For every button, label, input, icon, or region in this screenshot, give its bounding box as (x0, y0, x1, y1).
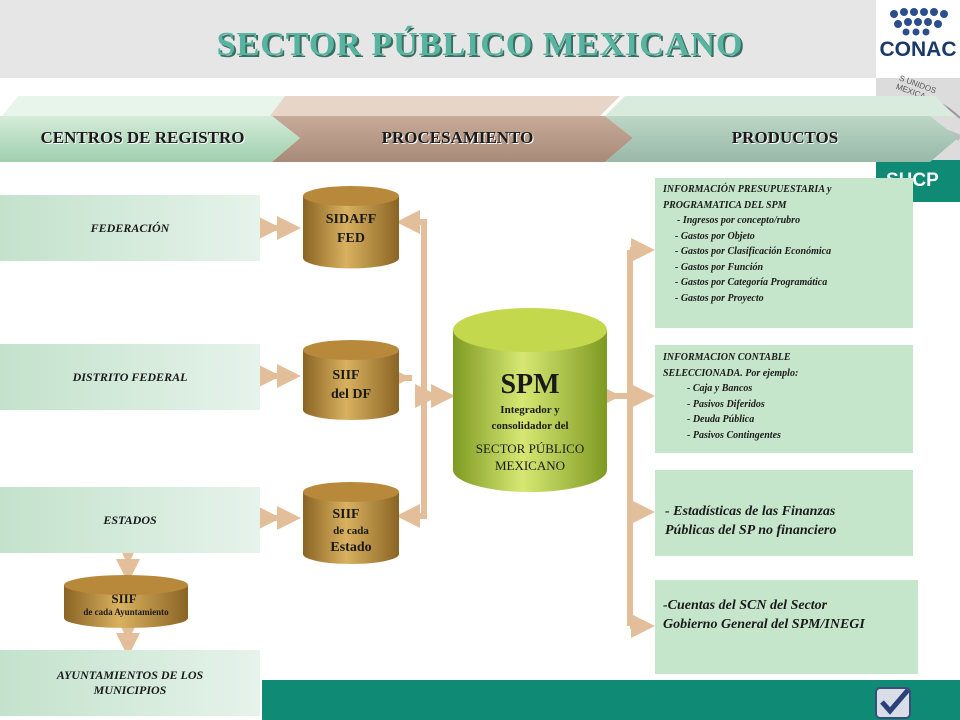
contable-heading2: SELECCIONADA. Por ejemplo: (663, 367, 799, 379)
product-presupuestaria: INFORMACIÓN PRESUPUESTARIA y PROGRAMATIC… (655, 178, 913, 328)
conac-logo-icon (890, 8, 948, 36)
siif-df-line1: SIIF (332, 368, 360, 383)
estadisticas-line1: - Estadísticas de las Finanzas (665, 504, 836, 519)
source-label: AYUNTAMIENTOS DE LOS MUNICIPIOS (56, 668, 204, 697)
product-estadisticas: - Estadísticas de las Finanzas Públicas … (655, 470, 913, 556)
presupuestaria-item: - Gastos por Función (675, 261, 764, 273)
sidaff-line2: FED (337, 231, 365, 246)
footer-band (262, 680, 960, 720)
presupuestaria-heading1: INFORMACIÓN PRESUPUESTARIA y (663, 184, 832, 195)
conac-logo-panel (876, 0, 960, 78)
spm-subtitle1: Integrador y (500, 404, 560, 416)
contable-heading1: INFORMACION CONTABLE (663, 352, 791, 363)
stage-chevrons (0, 96, 958, 162)
siif-estado-line3: Estado (330, 540, 372, 555)
presupuestaria-item: - Ingresos por concepto/rubro (677, 215, 801, 226)
page-title: SECTOR PÚBLICO MEXICANO (216, 26, 744, 63)
presupuestaria-item: - Gastos por Categoría Programática (675, 277, 828, 288)
cylinder-siif-ayuntamiento (64, 575, 188, 628)
stage-top-face (270, 96, 620, 116)
source-box-federacion: FEDERACIÓN (0, 195, 260, 261)
presupuestaria-heading2: PROGRAMATICA DEL SPM (663, 199, 787, 211)
product-contable: INFORMACION CONTABLE SELECCIONADA. Por e… (655, 345, 913, 453)
product-cuentas: -Cuentas del SCN del Sector Gobierno Gen… (655, 580, 918, 674)
spm-label: SPM Integrador y consolidador del SECTOR… (455, 368, 605, 474)
stage-label-productos: PRODUCTOS (731, 128, 839, 147)
sidaff-line1: SIDAFF (325, 212, 377, 227)
cylinder-sidaff (303, 186, 399, 269)
stage-top-face (605, 96, 955, 116)
siif-estado-line1: SIIF (332, 507, 360, 522)
siif-estado-label: SIIF de cada Estado (305, 506, 397, 557)
estadisticas-line2: Públicas del SP no financiero (665, 523, 837, 538)
source-label: FEDERACIÓN (90, 220, 170, 235)
stage-chevron-productos (605, 116, 958, 162)
source-box-distrito-federal: DISTRITO FEDERAL (0, 344, 260, 410)
source-box-ayuntamientos: AYUNTAMIENTOS DE LOS MUNICIPIOS (0, 650, 260, 716)
siif-df-line2: del DF (330, 387, 372, 402)
presupuestaria-item: - Gastos por Objeto (675, 230, 755, 242)
spm-subtitle2: consolidador del (491, 420, 569, 432)
presupuestaria-item: - Gastos por Proyecto (675, 292, 764, 304)
cylinder-spm (453, 308, 607, 492)
spm-line2: MEXICANO (494, 458, 566, 473)
presupuestaria-item: - Gastos por Clasificación Económica (675, 246, 832, 257)
contable-item: - Deuda Pública (687, 414, 755, 425)
conac-logo-text: CONAC (879, 38, 957, 61)
contable-item: - Caja y Bancos (687, 383, 753, 394)
contable-item: - Pasivos Diferidos (687, 398, 765, 410)
cylinder-siif-estado (303, 482, 399, 564)
siif-estado-line2: de cada (333, 525, 369, 537)
cuentas-line2: Gobierno General del SPM/INEGI (663, 617, 865, 632)
siif-ayuntamiento-label: SIIF de cada Ayuntamiento (64, 592, 188, 618)
sidaff-label: SIDAFF FED (305, 210, 397, 248)
stage-label-centros: CENTROS DE REGISTRO (40, 128, 245, 147)
stage-chevron-procesamiento (272, 116, 633, 162)
header-band (0, 0, 960, 78)
contable-item: - Pasivos Contingentes (687, 429, 781, 441)
spm-title: SPM (500, 369, 560, 400)
source-label: ESTADOS (103, 512, 157, 527)
siif-ayuntamiento-line2: de cada Ayuntamiento (83, 607, 169, 617)
siif-df-label: SIIF del DF (305, 366, 397, 404)
spm-line1: SECTOR PÚBLICO (475, 441, 585, 456)
checkbox-logo-icon (875, 687, 911, 719)
source-box-estados: ESTADOS (0, 487, 260, 553)
siif-ayuntamiento-line1: SIIF (111, 591, 137, 606)
cylinder-siif-df (303, 340, 399, 420)
stage-top-face (2, 96, 290, 116)
cuentas-line1: -Cuentas del SCN del Sector (663, 598, 828, 613)
stage-chevron-centros (0, 116, 300, 162)
stage-label-procesamiento: PROCESAMIENTO (381, 128, 534, 147)
source-label: DISTRITO FEDERAL (72, 369, 188, 384)
